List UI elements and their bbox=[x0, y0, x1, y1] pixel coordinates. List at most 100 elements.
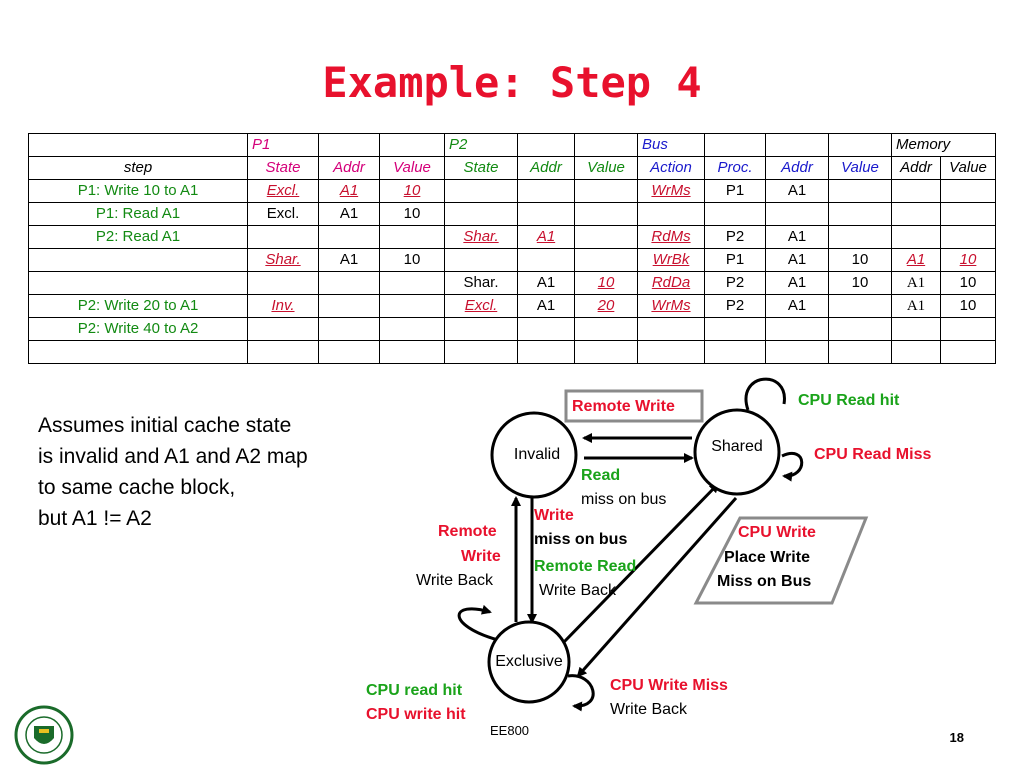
table-cell-step: P2: Read A1 bbox=[28, 225, 248, 249]
table-cell-p1-value: 10 bbox=[379, 202, 445, 226]
table-cell-p1-state bbox=[247, 340, 319, 364]
header-p2-value: Value bbox=[574, 156, 638, 180]
header-p2-addr: Addr bbox=[517, 156, 575, 180]
table-cell-bus-proc: P2 bbox=[704, 271, 766, 295]
table-cell-p2-state: Excl. bbox=[444, 294, 518, 318]
cpu-write-miss-label: CPU Write Miss bbox=[610, 677, 728, 694]
note-line: but A1 != A2 bbox=[38, 507, 152, 530]
header-mem-addr: Addr bbox=[891, 156, 941, 180]
table-cell-p1-state: Inv. bbox=[247, 294, 319, 318]
shared-to-exclusive-arrow bbox=[576, 497, 738, 678]
cpu-read-hit-excl-label: CPU read hit bbox=[366, 682, 463, 699]
read-miss-label: miss on bus bbox=[581, 491, 667, 508]
cpu-read-miss-label: CPU Read Miss bbox=[814, 446, 932, 463]
header-bus-proc: Proc. bbox=[704, 156, 766, 180]
exclusive-to-shared-arrow bbox=[562, 482, 720, 644]
table-cell-bus-proc bbox=[704, 340, 766, 364]
group-memory: Memory bbox=[891, 133, 996, 157]
table-cell-bus-proc: P1 bbox=[704, 248, 766, 272]
table-cell-bus-action: WrBk bbox=[637, 248, 705, 272]
table-cell-mem-value bbox=[940, 179, 996, 203]
university-seal-icon bbox=[14, 705, 74, 765]
write-back-br: Write Back bbox=[610, 701, 688, 718]
table-cell-mem-value: 10 bbox=[940, 271, 996, 295]
assumption-note: Assumes initial cache state is invalid a… bbox=[38, 410, 308, 534]
table-cell-mem-value bbox=[940, 317, 996, 341]
table-cell-p2-state bbox=[444, 248, 518, 272]
table-cell-p2-addr bbox=[517, 248, 575, 272]
table-cell-p2-addr bbox=[517, 340, 575, 364]
group-bus: Bus bbox=[637, 133, 705, 157]
remote-read-label: Remote Read bbox=[534, 558, 637, 575]
slide-title: Example: Step 4 bbox=[322, 58, 702, 107]
table-cell-step bbox=[28, 271, 248, 295]
exclusive-hit-loop bbox=[457, 604, 499, 642]
write-label: Write bbox=[534, 507, 574, 524]
table-row bbox=[28, 340, 996, 364]
table-cell-bus-value bbox=[828, 317, 892, 341]
table-cell-mem-value bbox=[940, 340, 996, 364]
table-cell-bus-addr bbox=[765, 317, 829, 341]
miss-on-bus-box-label: Miss on Bus bbox=[717, 573, 812, 590]
note-line: Assumes initial cache state bbox=[38, 414, 292, 437]
table-cell-mem-addr bbox=[891, 202, 941, 226]
header-p1-value: Value bbox=[379, 156, 445, 180]
table-cell-p1-addr bbox=[318, 340, 380, 364]
remote-write-box bbox=[564, 389, 704, 423]
table-cell-p2-value bbox=[574, 340, 638, 364]
table-cell-p1-addr bbox=[318, 317, 380, 341]
shared-read-miss-loop bbox=[781, 452, 804, 482]
table-cell-p1-value bbox=[379, 271, 445, 295]
table-cell-p2-addr bbox=[517, 202, 575, 226]
remote-write-left-2: Write bbox=[461, 548, 501, 565]
state-invalid bbox=[490, 411, 578, 499]
cpu-read-hit-label: CPU Read hit bbox=[798, 392, 900, 409]
place-write-label: Place Write bbox=[724, 549, 810, 566]
read-label: Read bbox=[581, 467, 621, 484]
cpu-write-box bbox=[693, 516, 869, 605]
group-p1: P1 bbox=[247, 133, 319, 157]
table-cell-p2-value: 20 bbox=[574, 294, 638, 318]
table-cell-p1-addr: A1 bbox=[318, 248, 380, 272]
table-cell-bus-value bbox=[828, 202, 892, 226]
table-cell-step: P2: Write 40 to A2 bbox=[28, 317, 248, 341]
note-line: is invalid and A1 and A2 map bbox=[38, 445, 308, 468]
table-cell-step: P1: Read A1 bbox=[28, 202, 248, 226]
cpu-write-label: CPU Write bbox=[738, 524, 816, 541]
table-cell-mem-value: 10 bbox=[940, 248, 996, 272]
table-cell-p1-state: Shar. bbox=[247, 248, 319, 272]
state-exclusive bbox=[487, 620, 571, 704]
course-code: EE800 bbox=[490, 723, 530, 738]
table-cell-mem-addr: A1 bbox=[891, 248, 941, 272]
table-cell bbox=[574, 133, 638, 157]
table-cell-step bbox=[28, 340, 248, 364]
header-p1-state: State bbox=[247, 156, 319, 180]
table-cell-bus-action bbox=[637, 202, 705, 226]
table-row: P2: Write 40 to A2 bbox=[28, 317, 996, 341]
remote-write-label: Remote Write bbox=[572, 398, 675, 415]
exclusive-write-miss-loop bbox=[567, 674, 595, 712]
table-cell-p2-state bbox=[444, 340, 518, 364]
table-cell-p1-addr bbox=[318, 294, 380, 318]
page-number: 18 bbox=[949, 730, 964, 745]
table-cell-bus-action: WrMs bbox=[637, 294, 705, 318]
shared-read-hit-loop bbox=[744, 377, 786, 411]
table-cell-mem-addr: A1 bbox=[891, 294, 941, 318]
table-cell bbox=[704, 133, 766, 157]
table-cell bbox=[28, 133, 248, 157]
table-cell-p1-state: Excl. bbox=[247, 179, 319, 203]
table-cell-mem-addr bbox=[891, 340, 941, 364]
write-miss-label: miss on bus bbox=[534, 531, 628, 548]
remote-write-left-1: Remote bbox=[438, 523, 497, 540]
table-cell-p2-state bbox=[444, 317, 518, 341]
table-cell-p1-value bbox=[379, 225, 445, 249]
coherence-table: P1 P2 Bus Memory step State Addr Value S… bbox=[28, 133, 996, 364]
table-cell-bus-addr bbox=[765, 340, 829, 364]
write-back-mid: Write Back bbox=[539, 582, 617, 599]
